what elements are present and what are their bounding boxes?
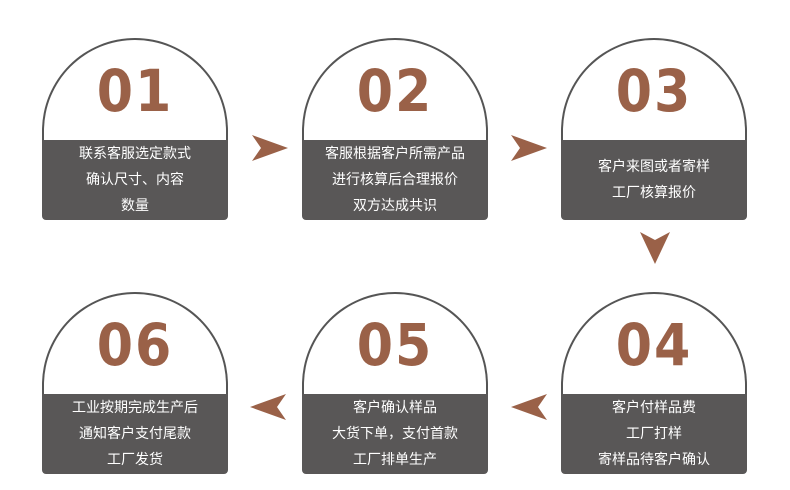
step-text-line: 客户来图或者寄样	[598, 159, 710, 175]
step-number: 06	[96, 311, 174, 379]
arrow-left-icon	[509, 392, 549, 422]
arrow-left-icon	[248, 392, 288, 422]
step-number: 01	[96, 57, 174, 125]
step-description-box: 客服根据客户所需产品 进行核算后合理报价 双方达成共识	[302, 140, 488, 220]
arrow-right-icon	[250, 133, 290, 163]
arrow-down-icon	[638, 230, 672, 266]
step-03: 03 客户来图或者寄样 工厂核算报价	[561, 38, 747, 220]
step-02: 02 客服根据客户所需产品 进行核算后合理报价 双方达成共识	[302, 38, 488, 220]
step-text-line: 数量	[121, 198, 149, 214]
step-text-line: 客户确认样品	[353, 400, 437, 416]
step-01: 01 联系客服选定款式 确认尺寸、内容 数量	[42, 38, 228, 220]
step-text-line: 联系客服选定款式	[79, 146, 191, 162]
step-05: 05 客户确认样品 大货下单，支付首款 工厂排单生产	[302, 292, 488, 474]
step-number: 03	[615, 57, 693, 125]
step-description-box: 客户确认样品 大货下单，支付首款 工厂排单生产	[302, 394, 488, 474]
step-description-box: 工业按期完成生产后 通知客户支付尾款 工厂发货	[42, 394, 228, 474]
step-text-line: 工业按期完成生产后	[72, 400, 198, 416]
step-text-line: 客服根据客户所需产品	[325, 146, 465, 162]
step-number: 05	[356, 311, 434, 379]
step-text-line: 大货下单，支付首款	[332, 426, 458, 442]
step-text-line: 工厂打样	[626, 426, 682, 442]
step-text-line: 双方达成共识	[353, 198, 437, 214]
step-06: 06 工业按期完成生产后 通知客户支付尾款 工厂发货	[42, 292, 228, 474]
step-number: 04	[615, 311, 693, 379]
step-04: 04 客户付样品费 工厂打样 寄样品待客户确认	[561, 292, 747, 474]
step-description-box: 客户来图或者寄样 工厂核算报价	[561, 140, 747, 220]
step-description-box: 联系客服选定款式 确认尺寸、内容 数量	[42, 140, 228, 220]
step-text-line: 寄样品待客户确认	[598, 452, 710, 468]
step-text-line: 工厂核算报价	[612, 185, 696, 201]
step-description-box: 客户付样品费 工厂打样 寄样品待客户确认	[561, 394, 747, 474]
step-text-line: 工厂发货	[107, 452, 163, 468]
step-text-line: 进行核算后合理报价	[332, 172, 458, 188]
arrow-right-icon	[509, 133, 549, 163]
step-text-line: 客户付样品费	[612, 400, 696, 416]
step-text-line: 工厂排单生产	[353, 452, 437, 468]
step-number: 02	[356, 57, 434, 125]
step-text-line: 确认尺寸、内容	[86, 172, 184, 188]
step-text-line: 通知客户支付尾款	[79, 426, 191, 442]
